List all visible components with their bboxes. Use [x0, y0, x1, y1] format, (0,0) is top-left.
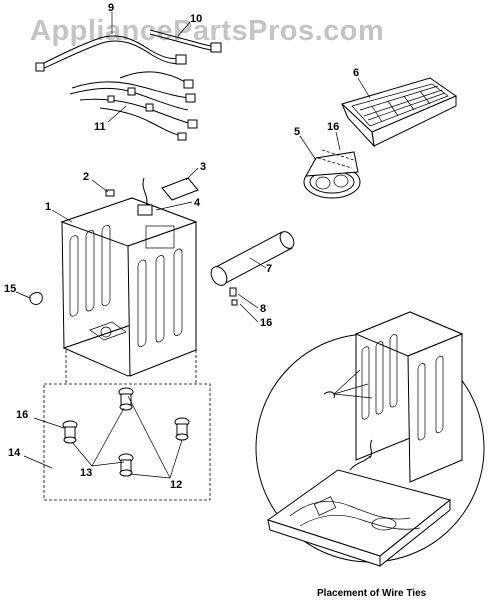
cabinet-frame [60, 197, 198, 377]
part-8 [229, 287, 237, 297]
filter-housing [303, 151, 361, 199]
inset-base [266, 455, 452, 568]
legs-dashed-box [43, 383, 211, 501]
leveling-legs [62, 387, 190, 477]
wire-harness-group [35, 29, 222, 141]
inset-caption: Placement of Wire Ties [317, 588, 427, 599]
callout-16-filter: 16 [327, 121, 339, 133]
callout-6: 6 [353, 67, 359, 79]
part-16-duct [231, 299, 238, 306]
callout-15: 15 [4, 283, 16, 295]
callout-3: 3 [200, 161, 206, 173]
bracket-part [161, 177, 199, 201]
callout-8: 8 [260, 303, 266, 315]
callout-12: 12 [170, 479, 182, 491]
callout-11: 11 [94, 121, 106, 133]
lint-filter [341, 77, 458, 148]
callout-4: 4 [194, 197, 201, 209]
callout-13: 13 [80, 467, 92, 479]
terminal-block [137, 204, 153, 216]
watermark: AppliancePartsPros.com [30, 15, 384, 47]
part-15 [29, 292, 43, 305]
callout-2: 2 [83, 171, 89, 183]
callout-7: 7 [266, 263, 272, 275]
callout-14: 14 [8, 447, 21, 459]
inset-cabinet [323, 311, 464, 483]
callout-9: 9 [108, 2, 114, 14]
callout-1: 1 [45, 201, 51, 213]
clip-part [105, 189, 115, 197]
callout-5: 5 [294, 126, 300, 138]
callout-10: 10 [190, 13, 202, 25]
callout-16-duct: 16 [260, 317, 272, 329]
callout-16-legs: 16 [16, 409, 28, 421]
exhaust-duct [210, 231, 295, 286]
